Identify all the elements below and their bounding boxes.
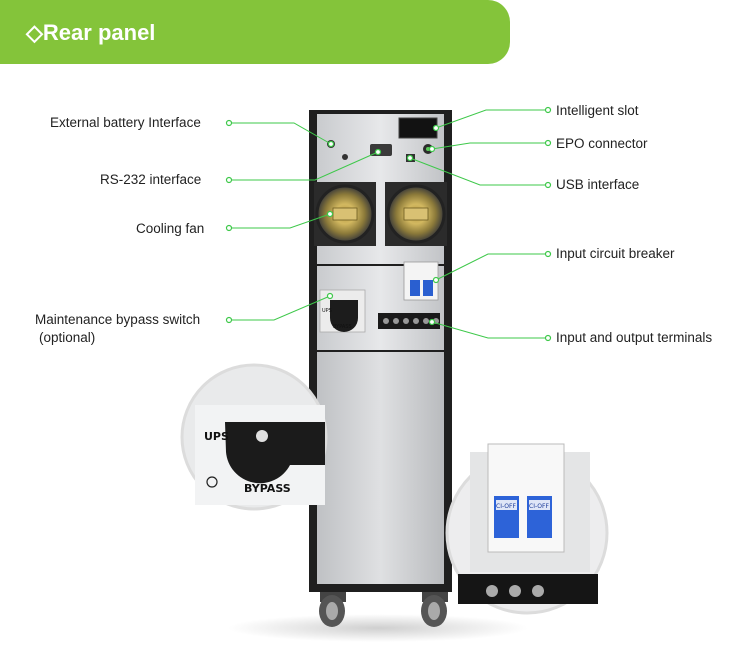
label-usb: USB interface <box>556 177 640 192</box>
label-epo: EPO connector <box>556 136 648 151</box>
zoom-breaker-terminals: CI-OFF CI-OFF <box>445 443 609 615</box>
rear-panel-lower <box>317 352 444 584</box>
intelligent-slot <box>398 117 438 139</box>
bypass-switch-small: UPS BYPASS <box>319 289 366 333</box>
bypass-mark: BYPASS <box>244 482 291 495</box>
caster-left <box>319 592 346 627</box>
bypass-mark-small: BYPASS <box>333 324 352 330</box>
label-maint-bypass-optional: (optional) <box>39 330 96 345</box>
label-io-terminals: Input and output terminals <box>556 330 713 345</box>
ups-mark-small: UPS <box>322 308 332 314</box>
input-breaker-small <box>403 261 439 301</box>
label-rs232: RS-232 interface <box>100 172 202 187</box>
label-input-breaker: Input circuit breaker <box>556 246 675 261</box>
breaker-left-mark: CI-OFF <box>496 503 516 510</box>
zoom-bypass-switch: UPS BYPASS <box>180 363 328 511</box>
floor-shadow <box>228 614 528 642</box>
label-cooling-fan: Cooling fan <box>136 221 205 236</box>
label-maint-bypass: Maintenance bypass switch <box>35 312 201 327</box>
breaker-right-mark: CI-OFF <box>529 503 549 510</box>
leader-lines <box>229 109 548 339</box>
ups-mark: UPS <box>204 430 229 443</box>
cooling-fan-right <box>385 182 447 246</box>
section-banner: ◇Rear panel <box>0 0 510 64</box>
leader-dots <box>225 106 552 342</box>
label-intelligent-slot: Intelligent slot <box>556 103 639 118</box>
label-external-battery: External battery Interface <box>50 115 201 130</box>
cooling-fan-left <box>314 182 376 246</box>
banner-title: ◇Rear panel <box>26 20 156 45</box>
caster-right <box>421 592 448 627</box>
io-terminal-block-small <box>378 313 440 329</box>
